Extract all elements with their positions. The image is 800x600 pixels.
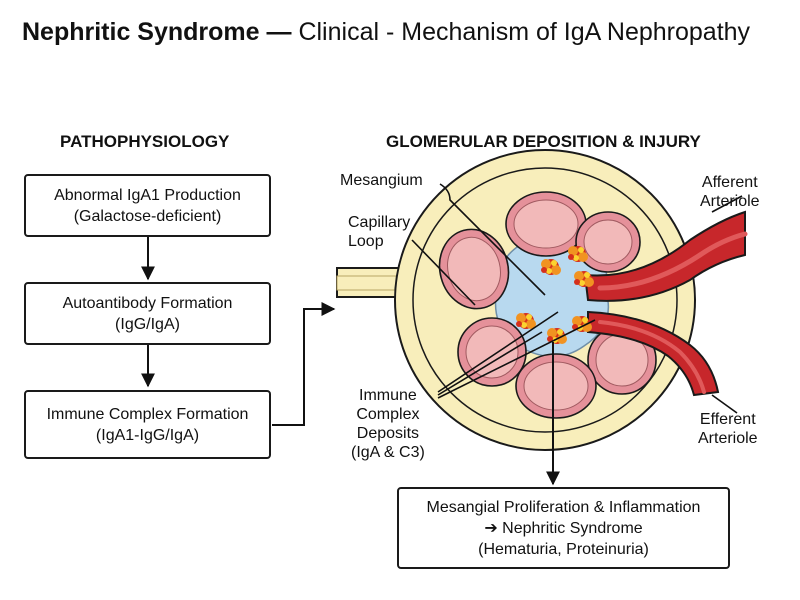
efferent-arteriole-highlight: [598, 320, 706, 394]
immune-deposit: [574, 271, 594, 287]
immune-deposit: [568, 246, 588, 262]
deposit-pointer-2: [437, 331, 543, 396]
title-regular: Clinical - Mechanism of IgA Nephropathy: [291, 18, 751, 46]
capillary-loop: [438, 228, 510, 310]
capillary-loop-label-line2: Loop: [348, 233, 384, 250]
immune-deposits: [516, 246, 594, 344]
efferent-pointer: [711, 394, 738, 414]
outcome-line1: Mesangial Proliferation & Inflammation: [426, 498, 701, 516]
deposits-label-line4: (IgA & C3): [351, 444, 425, 461]
capillary-loop-pointer: [411, 239, 476, 306]
efferent-arteriole-label: Efferent Arteriole: [698, 410, 758, 448]
afferent-label-line1: Afferent: [701, 174, 758, 191]
outcome-line3: (Hematuria, Proteinuria): [478, 540, 649, 558]
step-immune-complex: Immune Complex Formation (IgA1-IgG/IgA): [24, 390, 271, 459]
title-bold: Nephritic Syndrome —: [22, 18, 292, 46]
afferent-arteriole-label: Afferent Arteriole: [700, 173, 760, 211]
bowman-capsule-inner: [412, 167, 678, 433]
deposit-pointer-1: [437, 311, 559, 393]
page-title: Nephritic Syndrome — Clinical - Mechanis…: [22, 18, 750, 47]
afferent-arteriole-highlight: [597, 231, 748, 291]
capillary-loop: [515, 353, 597, 419]
outcome-line2: ➔ Nephritic Syndrome: [484, 519, 643, 537]
efferent-label-line1: Efferent: [699, 411, 756, 428]
capillary-loop-label: Capillary Loop: [348, 213, 410, 251]
mesangium-label: Mesangium: [340, 172, 423, 189]
capillary-loops: [438, 191, 657, 419]
capillary-loop: [587, 325, 657, 395]
afferent-arteriole: [583, 210, 746, 302]
step1-line1: Abnormal IgA1 Production: [54, 186, 241, 204]
deposits-label-line2: Complex: [356, 406, 420, 423]
immune-deposits-label: Immune Complex Deposits (IgA & C3): [351, 386, 425, 462]
deposits-label-line3: Deposits: [356, 425, 420, 442]
efferent-arteriole: [587, 310, 720, 397]
step-abnormal-iga1: Abnormal IgA1 Production (Galactose-defi…: [24, 174, 271, 237]
step2-line1: Autoantibody Formation: [62, 294, 233, 312]
afferent-label-line2: Arteriole: [700, 193, 760, 210]
deposits-label-line1: Immune: [359, 387, 417, 404]
mesangium-pointer: [439, 183, 546, 296]
arrow-to-glomerulus: [272, 302, 336, 426]
step3-line2: (IgA1-IgG/IgA): [95, 426, 200, 444]
step3-line1: Immune Complex Formation: [46, 405, 249, 423]
outcome-box: Mesangial Proliferation & Inflammation ➔…: [397, 487, 730, 569]
capillary-loop: [575, 211, 641, 273]
afferent-pointer: [711, 195, 743, 213]
immune-deposit: [541, 259, 561, 275]
deposit-pointer-3: [437, 319, 596, 399]
step1-line2: (Galactose-deficient): [73, 207, 222, 225]
capillary-loop-label-line1: Capillary: [348, 214, 411, 231]
glomerular-heading: GLOMERULAR DEPOSITION & INJURY: [386, 132, 701, 151]
immune-deposit: [516, 313, 536, 329]
efferent-label-line2: Arteriole: [698, 430, 758, 447]
step2-line2: (IgG/IgA): [115, 315, 180, 333]
pathophysiology-heading: PATHOPHYSIOLOGY: [60, 132, 230, 151]
step-autoantibody: Autoantibody Formation (IgG/IgA): [24, 282, 271, 345]
